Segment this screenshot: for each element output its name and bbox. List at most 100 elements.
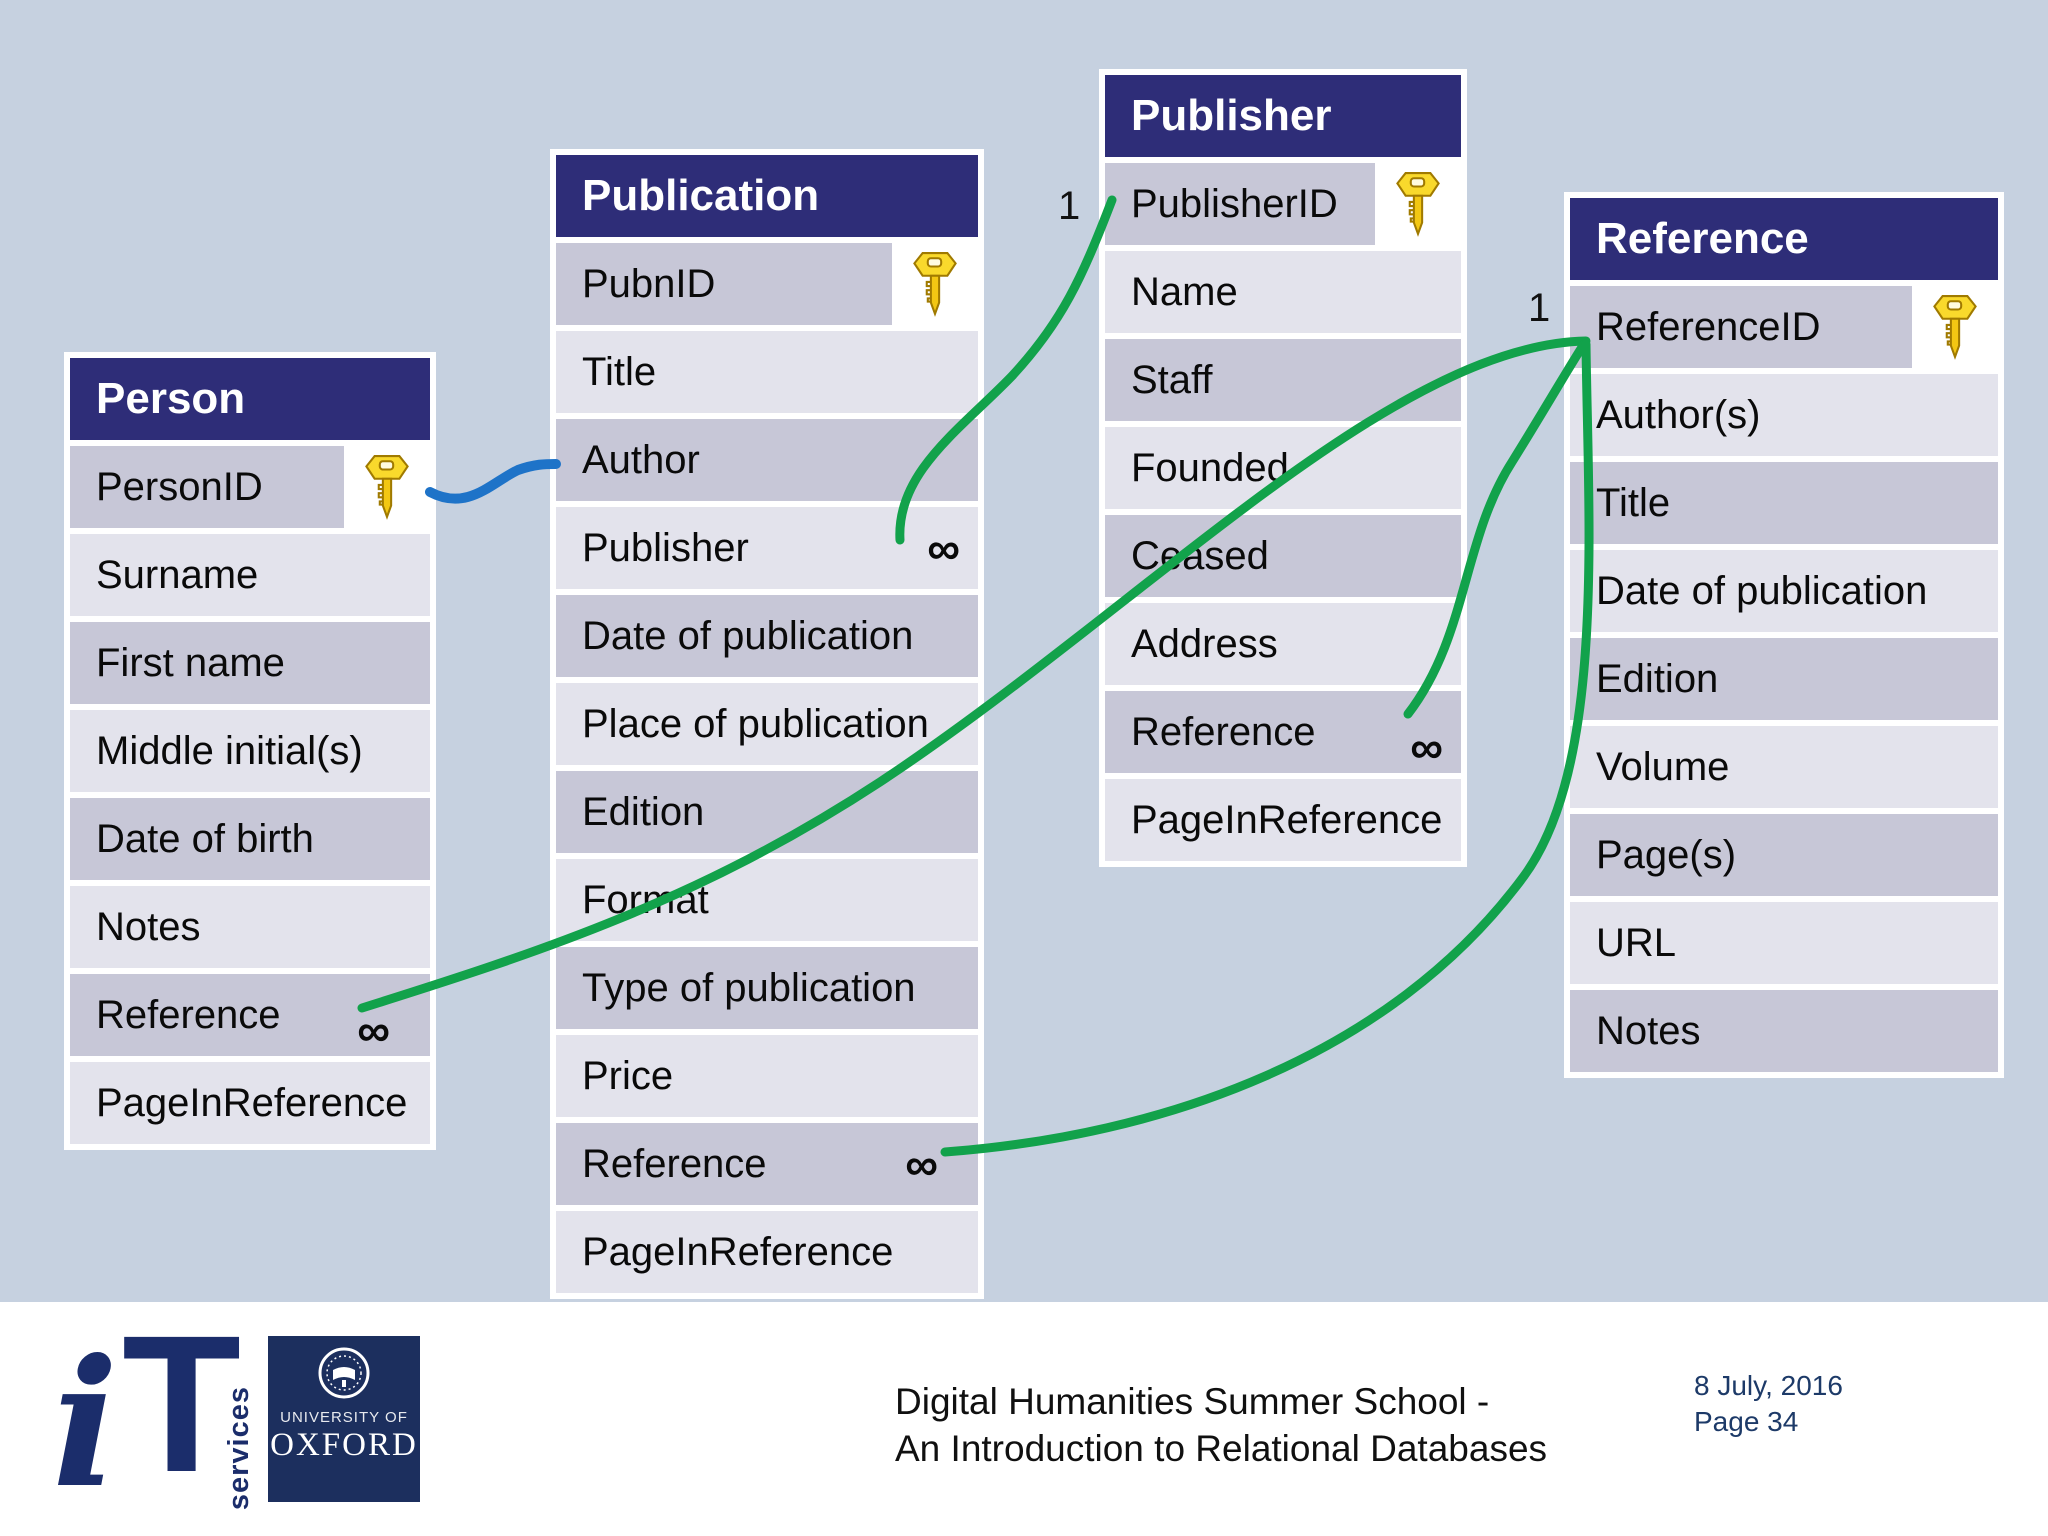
table-row: Middle initial(s) — [70, 710, 430, 792]
field-label: Volume — [1596, 744, 1730, 789]
field-label: Page(s) — [1596, 832, 1737, 877]
table-row: Title — [1570, 462, 1998, 544]
table-row: Staff — [1105, 339, 1461, 421]
primary-key-icon — [1375, 163, 1461, 245]
field-label: Staff — [1131, 357, 1213, 402]
entity-table-publication: Publication PubnID Title Author Publishe… — [550, 149, 984, 1299]
table-row: Type of publication — [556, 947, 978, 1029]
footer-page-number: Page 34 — [1694, 1406, 1799, 1437]
table-row: Date of publication — [1570, 550, 1998, 632]
field-label: ReferenceID — [1570, 286, 1912, 368]
table-row: Reference ∞ — [1105, 691, 1461, 773]
table-row: Format — [556, 859, 978, 941]
field-label: Date of birth — [96, 816, 314, 861]
table-row: First name — [70, 622, 430, 704]
table-row: Edition — [556, 771, 978, 853]
field-label: Middle initial(s) — [96, 728, 363, 773]
table-row: PageInReference — [556, 1211, 978, 1293]
infinity-symbol: ∞ — [905, 1138, 938, 1190]
field-label: Founded — [1131, 445, 1289, 490]
field-label: Reference — [96, 992, 281, 1037]
field-label: First name — [96, 640, 285, 685]
field-label: PersonID — [70, 446, 344, 528]
it-logo-i: i — [52, 1322, 119, 1527]
footer-title-line2: An Introduction to Relational Databases — [895, 1428, 1548, 1469]
field-label: Reference — [582, 1141, 767, 1186]
field-label: Title — [1596, 480, 1671, 525]
field-label: PageInReference — [582, 1229, 894, 1274]
field-label: Date of publication — [582, 613, 914, 658]
table-row: Date of publication — [556, 595, 978, 677]
field-label: Reference — [1131, 709, 1316, 754]
oxford-crest-icon — [268, 1344, 420, 1407]
primary-key-icon — [892, 243, 978, 325]
table-row: Address — [1105, 603, 1461, 685]
field-label: Author(s) — [1596, 392, 1761, 437]
table-header-publisher: Publisher — [1105, 75, 1461, 157]
it-services-logo: i T services — [52, 1295, 255, 1527]
table-row: Ceased — [1105, 515, 1461, 597]
table-header-publication: Publication — [556, 155, 978, 237]
table-row: PubnID — [556, 243, 978, 325]
table-row: Surname — [70, 534, 430, 616]
table-header-person: Person — [70, 358, 430, 440]
entity-table-reference: Reference ReferenceID Author(s) Title Da… — [1564, 192, 2004, 1078]
field-label: PageInReference — [96, 1080, 408, 1125]
table-row: Page(s) — [1570, 814, 1998, 896]
infinity-symbol: ∞ — [357, 1004, 390, 1056]
field-label: PubnID — [556, 243, 892, 325]
field-label: Price — [582, 1053, 674, 1098]
table-row: Title — [556, 331, 978, 413]
field-label: PageInReference — [1131, 797, 1443, 842]
table-row: Reference ∞ — [70, 974, 430, 1056]
field-label: PublisherID — [1105, 163, 1375, 245]
infinity-symbol: ∞ — [927, 522, 960, 574]
table-row: Publisher ∞ — [556, 507, 978, 589]
table-row: PageInReference — [1105, 779, 1461, 861]
slide-footer-title: Digital Humanities Summer School - An In… — [895, 1378, 1547, 1472]
primary-key-icon — [1912, 286, 1998, 368]
table-title: Publisher — [1131, 91, 1332, 140]
oxford-logo-line2: OXFORD — [270, 1427, 418, 1463]
table-row: Notes — [1570, 990, 1998, 1072]
oxford-logo-line1: UNIVERSITY OF — [280, 1409, 408, 1426]
field-label: Title — [582, 349, 657, 394]
field-label: Name — [1131, 269, 1238, 314]
field-label: Format — [582, 877, 709, 922]
table-row: Reference ∞ — [556, 1123, 978, 1205]
entity-table-publisher: Publisher PublisherID Name Staff Founded… — [1099, 69, 1467, 867]
table-row: ReferenceID — [1570, 286, 1998, 368]
table-row: Edition — [1570, 638, 1998, 720]
cardinality-one-reference: 1 — [1528, 286, 1551, 330]
cardinality-one-publisher: 1 — [1058, 184, 1081, 228]
table-row: PageInReference — [70, 1062, 430, 1144]
oxford-logo: UNIVERSITY OF OXFORD — [268, 1336, 420, 1502]
table-row: Author — [556, 419, 978, 501]
table-row: Price — [556, 1035, 978, 1117]
table-row: Name — [1105, 251, 1461, 333]
field-label: Edition — [582, 789, 705, 834]
primary-key-icon — [344, 446, 430, 528]
table-row: URL — [1570, 902, 1998, 984]
footer-date: 8 July, 2016 — [1694, 1370, 1843, 1401]
field-label: Ceased — [1131, 533, 1269, 578]
table-row: Place of publication — [556, 683, 978, 765]
field-label: Publisher — [582, 525, 749, 570]
field-label: Notes — [1596, 1008, 1701, 1053]
it-logo-t: T — [122, 1295, 242, 1513]
field-label: Notes — [96, 904, 201, 949]
infinity-symbol: ∞ — [1410, 721, 1443, 773]
table-row: PublisherID — [1105, 163, 1461, 245]
field-label: Edition — [1596, 656, 1719, 701]
slide-date-page: 8 July, 2016 Page 34 — [1694, 1368, 1843, 1440]
table-row: Founded — [1105, 427, 1461, 509]
field-label: URL — [1596, 920, 1677, 965]
table-header-reference: Reference — [1570, 198, 1998, 280]
table-row: Date of birth — [70, 798, 430, 880]
field-label: Date of publication — [1596, 568, 1928, 613]
entity-table-person: Person PersonID Surname First name Middl… — [64, 352, 436, 1150]
field-label: Address — [1131, 621, 1278, 666]
table-row: PersonID — [70, 446, 430, 528]
table-row: Volume — [1570, 726, 1998, 808]
field-label: Author — [582, 437, 700, 482]
